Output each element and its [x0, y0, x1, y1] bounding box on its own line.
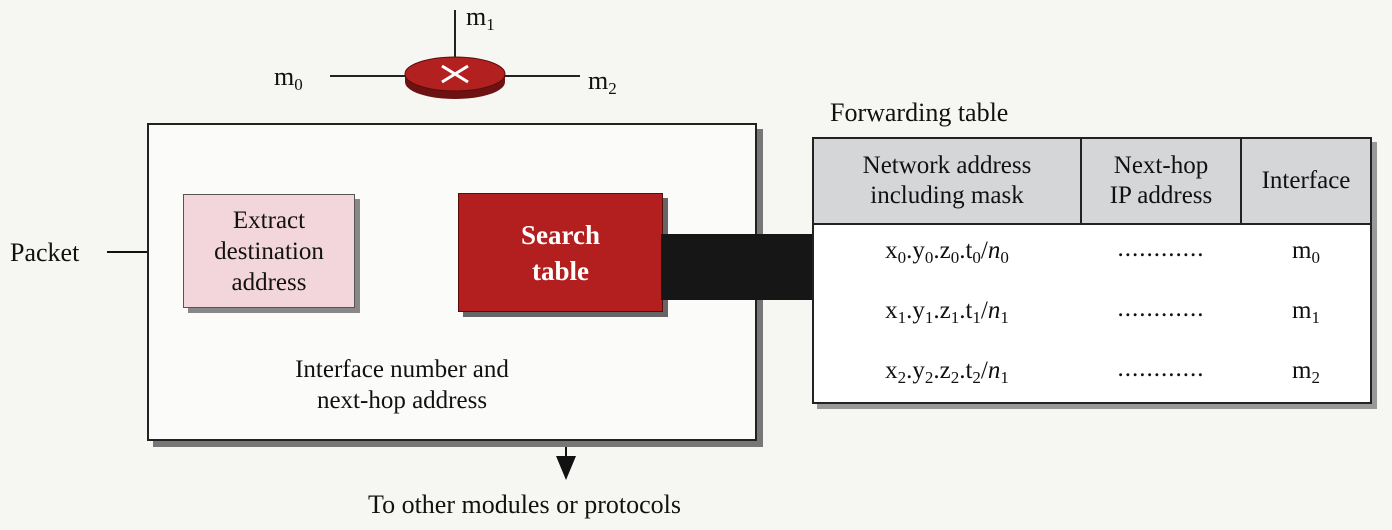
header-interface-line-1: Interface	[1261, 167, 1351, 194]
table-header-row: Network address including mask Next-hop …	[814, 139, 1370, 225]
table-row-2-nexthop: ............	[1117, 355, 1205, 382]
header-interface: Interface	[1242, 139, 1370, 223]
router-label-m1: m1	[466, 2, 495, 34]
table-row-1-network: x1.y1.z1.t1/n1	[885, 297, 1009, 327]
header-nexthop-line-2: IP address	[1109, 182, 1213, 209]
table-row-1-nexthop: ............	[1117, 295, 1205, 322]
table-row-2-network: x2.y2.z2.t2/n1	[885, 357, 1009, 387]
extract-destination-box: Extract destination address	[183, 194, 355, 308]
column-divider	[1080, 139, 1082, 223]
output-note-line-1: Interface number and	[295, 356, 509, 383]
header-network-address: Network address including mask	[814, 139, 1080, 223]
extract-line-3: address	[231, 268, 307, 296]
forwarding-table: Network address including mask Next-hop …	[812, 137, 1372, 404]
output-note-line-2: next-hop address	[316, 387, 488, 414]
extract-line-2: destination	[214, 237, 324, 265]
table-row-0-nexthop: ............	[1117, 235, 1205, 262]
table-row-2-interface: m2	[1292, 357, 1320, 387]
header-nexthop-line-1: Next-hop	[1113, 152, 1209, 179]
router-label-m2: m2	[588, 66, 617, 98]
search-line-2: table	[532, 255, 589, 286]
search-line-1: Search	[521, 219, 600, 250]
packet-label: Packet	[10, 238, 80, 267]
header-network-line-2: including mask	[870, 182, 1024, 209]
table-row-1-interface: m1	[1292, 297, 1320, 327]
header-next-hop: Next-hop IP address	[1082, 139, 1240, 223]
forwarding-table-title: Forwarding table	[830, 98, 1009, 127]
column-divider	[1240, 139, 1242, 223]
router-icon	[404, 56, 506, 99]
table-row-0-network: x0.y0.z0.t0/n0	[885, 237, 1009, 267]
table-connector-bar	[661, 234, 814, 300]
extract-line-1: Extract	[232, 206, 306, 234]
header-network-line-1: Network address	[862, 152, 1032, 179]
output-note: Interface number and next-hop address	[262, 354, 542, 416]
bottom-label: To other modules or protocols	[368, 490, 682, 519]
router-label-m0: m0	[274, 62, 303, 94]
search-table-box: Search table	[458, 193, 663, 312]
table-row-0-interface: m0	[1292, 237, 1320, 267]
